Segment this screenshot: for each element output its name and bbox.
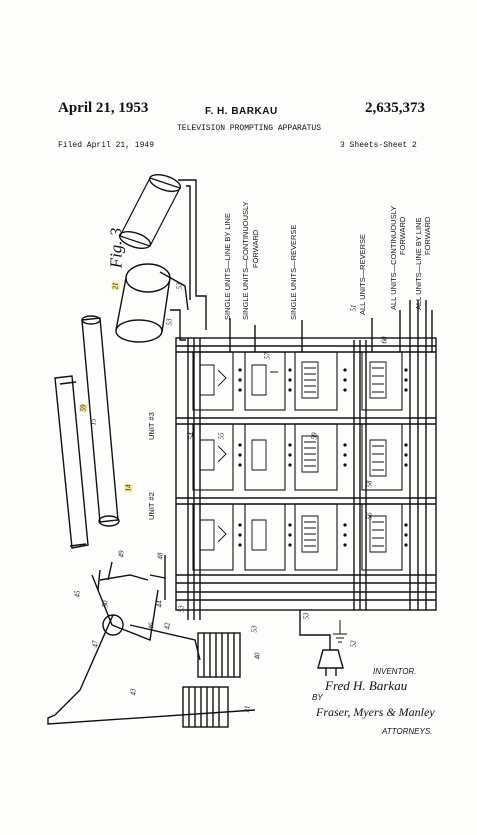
ref-59: 59 xyxy=(310,432,319,440)
patent-title: TELEVISION PROMPTING APPARATUS xyxy=(177,124,322,133)
label-all-reverse: ALL UNITS—REVERSE xyxy=(358,234,367,315)
ref-49: 49 xyxy=(117,550,126,558)
label-single-reverse: SINGLE UNITS—REVERSE xyxy=(289,224,298,320)
ref-59-tray: 59 xyxy=(79,404,88,412)
motor-21 xyxy=(115,263,189,343)
ref-46: 46 xyxy=(147,622,156,630)
label-single-line: SINGLE UNITS—LINE BY LINE xyxy=(223,213,232,320)
by-label: BY xyxy=(312,693,323,702)
ground-icon xyxy=(333,620,347,643)
label-all-line-forward: FORWARD xyxy=(423,216,432,255)
ref-53: 53 xyxy=(175,282,184,290)
ref-21: 21 xyxy=(111,282,120,290)
sheet-count: 3 Sheets-Sheet 2 xyxy=(340,141,417,150)
plug-52 xyxy=(299,610,344,676)
control-panel xyxy=(175,337,437,611)
motor-top xyxy=(118,174,182,249)
attorney-signature: Fraser, Myers & Manley xyxy=(316,705,435,719)
label-unit-2: UNIT #2 xyxy=(147,492,156,520)
contact-points xyxy=(238,368,408,547)
inventor-signature: Fred H. Barkau xyxy=(325,678,408,693)
patent-date: April 21, 1953 xyxy=(58,100,149,116)
roller-15 xyxy=(81,315,120,527)
transformer-41 xyxy=(182,686,229,728)
label-unit-3: UNIT #3 xyxy=(147,412,156,440)
ref-51: 51 xyxy=(349,304,358,312)
label-all-continuous-forward: FORWARD xyxy=(398,216,407,255)
ref-41: 41 xyxy=(243,705,252,713)
ref-47: 47 xyxy=(91,640,100,648)
ref-53-d: 53 xyxy=(302,612,311,620)
ref-45: 45 xyxy=(73,590,82,598)
ref-53-c: 53 xyxy=(165,318,174,326)
ref-53-b: 53 xyxy=(177,605,186,613)
ref-40: 40 xyxy=(253,652,262,660)
ref-54: 54 xyxy=(187,432,196,440)
inventor-label: INVENTOR. xyxy=(373,667,417,676)
relay-grid xyxy=(192,351,403,571)
ref-43: 43 xyxy=(129,688,138,696)
inventor-name: F. H. BARKAU xyxy=(205,106,278,117)
label-single-continuous: SINGLE UNITS—CONTINUOUSLY xyxy=(241,201,250,320)
ref-48: 48 xyxy=(156,552,165,560)
label-all-line: ALL UNITS—LINE BY LINE xyxy=(414,217,423,310)
ref-60: 60 xyxy=(380,336,389,344)
attorneys-label: ATTORNEYS. xyxy=(382,727,433,736)
ref-58: 58 xyxy=(365,480,374,488)
filed-date: Filed April 21, 1949 xyxy=(58,141,155,150)
tray-59 xyxy=(54,375,89,549)
label-single-continuous-forward: FORWARD xyxy=(251,229,260,268)
relay-details xyxy=(199,361,387,553)
ref-42: 42 xyxy=(163,622,172,630)
ref-53-a: 53 xyxy=(250,625,259,633)
ref-14: 14 xyxy=(124,484,133,492)
ref-55: 55 xyxy=(217,432,226,440)
ref-50: 50 xyxy=(101,600,110,608)
linkage xyxy=(47,555,256,725)
ref-44: 44 xyxy=(155,600,164,608)
ref-56: 56 xyxy=(365,512,374,520)
ref-15: 15 xyxy=(89,418,98,426)
patent-number: 2,635,373 xyxy=(365,100,425,116)
ref-52: 52 xyxy=(349,640,358,648)
transformer-40 xyxy=(197,632,241,678)
label-all-continuous: ALL UNITS—CONTINUOUSLY xyxy=(389,205,398,310)
figure-label: Fig. 3 xyxy=(106,227,126,269)
ref-57: 57 xyxy=(263,352,272,360)
